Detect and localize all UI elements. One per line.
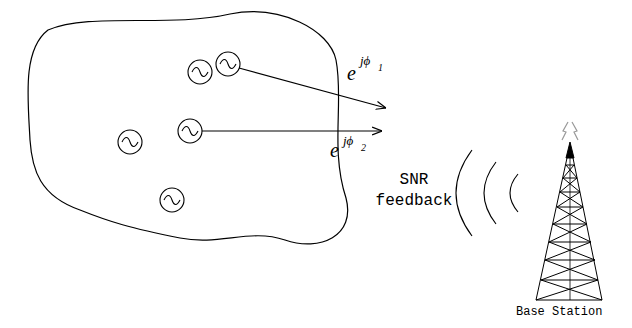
region-outline [28,12,348,244]
phase-index: 1 [378,62,383,73]
feedback-waves [456,150,518,236]
station-label: Base Station [516,306,602,319]
phase-exponent: jϕ [343,134,353,148]
feedback-label: SNR feedback [372,170,456,212]
phase-base: e [330,139,339,161]
phase-exponent: jϕ [360,54,370,68]
phase-base: e [347,62,356,84]
signal-arrows [202,68,386,131]
oscillator-symbols [118,52,240,212]
base-station-tower [536,122,602,300]
phase-index: 2 [361,142,366,153]
